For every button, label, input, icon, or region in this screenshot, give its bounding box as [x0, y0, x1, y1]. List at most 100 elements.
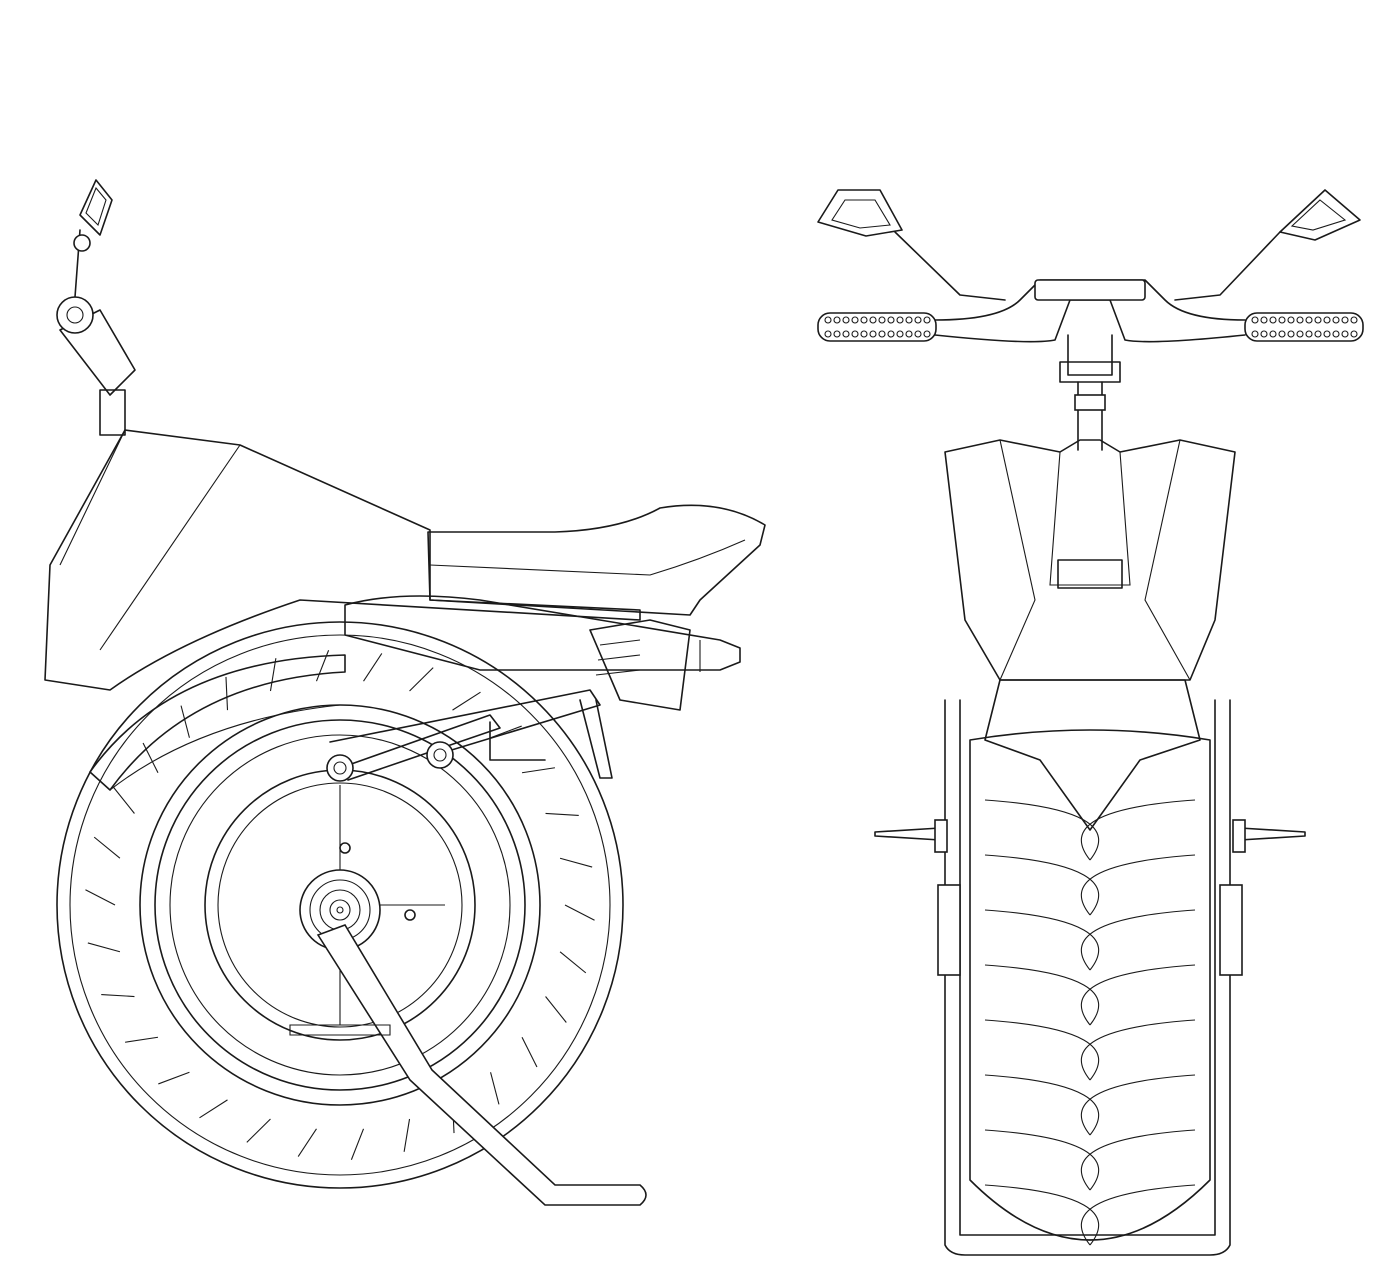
tread-chevron [984, 854, 1100, 916]
grip-dot [1314, 330, 1322, 338]
tread-mark [564, 904, 595, 921]
grip-dot [923, 316, 931, 324]
tread-chevron [984, 1019, 1100, 1081]
grip-dot [1305, 330, 1313, 338]
grip-dot [1341, 316, 1349, 324]
grip-dot [1260, 330, 1268, 338]
tread-mark [113, 787, 135, 814]
grip-dot [878, 330, 886, 338]
grip-dot [1350, 316, 1358, 324]
grip-dot [914, 316, 922, 324]
grip-dot [869, 316, 877, 324]
grip-dot [1350, 330, 1358, 338]
grip-dot [878, 316, 886, 324]
tread-mark [559, 857, 593, 868]
grip-dot [851, 330, 859, 338]
tread-mark [403, 1118, 411, 1152]
tread-mark [225, 676, 229, 711]
grip-dot [1251, 316, 1259, 324]
grip-dot [1296, 316, 1304, 324]
tread-mark [180, 705, 190, 738]
tread-mark [297, 1128, 317, 1157]
grip-dot [833, 330, 841, 338]
tread-mark [158, 1071, 190, 1085]
tread-chevron [1080, 1184, 1196, 1246]
grip-dot [914, 330, 922, 338]
grip-dot [923, 330, 931, 338]
front-body [944, 439, 1236, 831]
tread-mark [199, 1099, 228, 1119]
tread-mark [246, 1118, 271, 1143]
grip-dot [860, 316, 868, 324]
tread-mark [545, 812, 579, 816]
grip-pattern [824, 316, 1358, 338]
tread-chevron [1080, 1019, 1196, 1081]
tread-mark [93, 836, 121, 859]
tread-chevron [1080, 909, 1196, 971]
tread-mark [142, 742, 159, 773]
front-view [817, 189, 1364, 1256]
grip-dot [860, 330, 868, 338]
grip-dot [1341, 330, 1349, 338]
grip-dot [887, 316, 895, 324]
front-tire-treads [984, 799, 1196, 1246]
tread-chevron [984, 1184, 1100, 1246]
tread-chevron [1080, 854, 1196, 916]
tread-chevron [1080, 1129, 1196, 1191]
grip-dot [1305, 316, 1313, 324]
front-handlebar [817, 279, 1364, 451]
grip-dot [1278, 316, 1286, 324]
tire-treads [85, 650, 595, 1160]
front-tire [937, 699, 1243, 1256]
grip-dot [887, 330, 895, 338]
grip-dot [1323, 330, 1331, 338]
tread-mark [452, 691, 481, 711]
grip-dot [896, 316, 904, 324]
grip-dot [905, 330, 913, 338]
grip-dot [1251, 330, 1259, 338]
grip-dot [905, 316, 913, 324]
grip-dot [1287, 330, 1295, 338]
grip-dot [1278, 330, 1286, 338]
front-mirror-left [817, 189, 1006, 301]
tread-mark [101, 994, 135, 998]
tread-mark [315, 650, 330, 682]
grip-dot [851, 316, 859, 324]
tread-mark [490, 1072, 500, 1105]
tread-chevron [984, 909, 1100, 971]
tread-mark [545, 996, 567, 1023]
side-body-tank [44, 429, 641, 691]
grip-dot [833, 316, 841, 324]
grip-dot [1314, 316, 1322, 324]
tread-mark [85, 889, 116, 906]
tread-mark [350, 1128, 365, 1160]
tread-chevron [1080, 1074, 1196, 1136]
grip-dot [824, 316, 832, 324]
grip-dot [1269, 330, 1277, 338]
side-frame [326, 595, 741, 782]
grip-dot [896, 330, 904, 338]
side-stand [289, 924, 647, 1206]
grip-dot [824, 330, 832, 338]
side-seat [427, 504, 766, 616]
side-view [44, 179, 766, 1206]
grip-dot [842, 330, 850, 338]
tread-mark [521, 1037, 538, 1068]
grip-dot [1296, 330, 1304, 338]
grip-dot [869, 330, 877, 338]
front-footrests [874, 819, 1306, 853]
side-tire [56, 621, 624, 1189]
tread-mark [559, 951, 587, 974]
front-mirror-right [1174, 189, 1361, 301]
tread-mark [363, 653, 383, 682]
tread-chevron [1080, 799, 1196, 861]
tread-mark [125, 1036, 159, 1043]
grip-dot [1332, 316, 1340, 324]
tread-chevron [984, 1129, 1100, 1191]
tread-chevron [984, 799, 1100, 861]
grip-dot [1323, 316, 1331, 324]
tread-chevron [984, 964, 1100, 1026]
tread-mark [521, 767, 555, 774]
side-steering-column [56, 179, 136, 436]
